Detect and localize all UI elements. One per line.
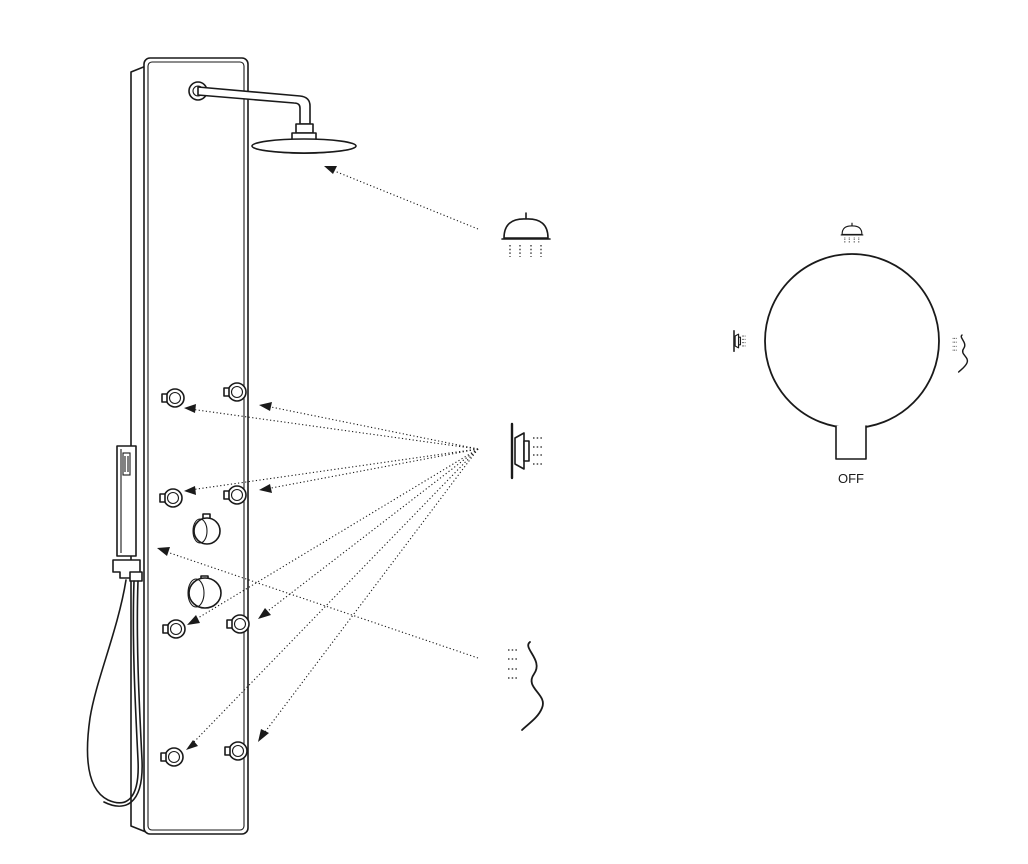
dial-rain-shower-icon — [840, 222, 864, 244]
off-label: OFF — [838, 471, 864, 486]
arrowhead — [324, 166, 337, 174]
shower-panel — [130, 57, 249, 835]
dial-circle — [764, 253, 940, 429]
shower-head-rim — [255, 148, 353, 155]
dial-body-jet-icon — [733, 329, 747, 353]
body-jet — [224, 741, 248, 761]
leader-hand-shower — [163, 550, 479, 659]
hand-shower-hose-outer — [103, 580, 143, 807]
mixer-knobs — [187, 513, 222, 609]
hand-shower-hose — [86, 579, 139, 804]
hand-shower-nozzle-face — [122, 452, 131, 476]
hand-shower — [86, 445, 143, 807]
body-jet — [162, 619, 186, 639]
body-jet-icon — [510, 422, 544, 480]
dial-pointer — [835, 425, 867, 460]
leader-rain-shower — [331, 169, 479, 230]
body-jets — [159, 382, 250, 767]
body-jet — [226, 614, 250, 634]
body-jet — [161, 388, 185, 408]
panel-front — [143, 57, 249, 835]
thermostat-knob — [187, 575, 222, 609]
body-jet — [160, 747, 184, 767]
leader-lines — [157, 166, 479, 750]
body-jet — [223, 485, 247, 505]
shower-swivel — [295, 123, 314, 134]
selector-dial: OFF — [733, 222, 969, 486]
dial-hand-shower-icon — [952, 334, 969, 373]
hand-shower-icon — [508, 641, 544, 731]
body-jet — [159, 488, 183, 508]
panel-inner-edge — [147, 61, 245, 831]
hand-shower-body — [116, 445, 137, 557]
hose-connector — [129, 571, 143, 582]
rain-shower-icon — [501, 212, 551, 257]
body-jet — [223, 382, 247, 402]
diverter-knob — [192, 513, 221, 545]
rain-shower-head — [188, 81, 357, 155]
